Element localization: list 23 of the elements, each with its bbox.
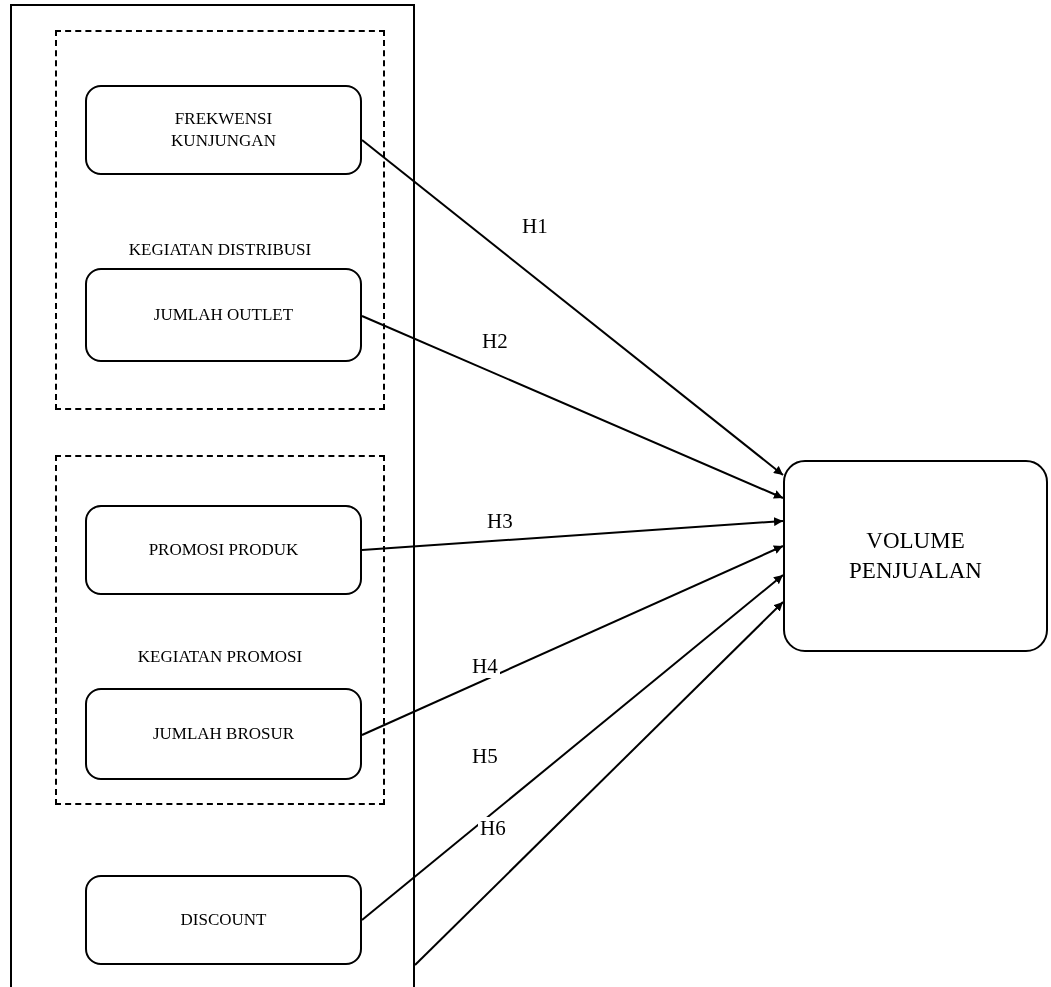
rounded-box (85, 688, 362, 780)
arrow (414, 601, 784, 966)
outer-frame (10, 4, 415, 987)
group-title: KEGIATAN DISTRIBUSI (127, 240, 313, 260)
rounded-box (85, 875, 362, 965)
rounded-box (85, 505, 362, 595)
box-text: DISCOUNT (180, 908, 267, 931)
arrow (361, 545, 784, 736)
box-text: VOLUME PENJUALAN (848, 527, 983, 585)
rounded-box (85, 85, 362, 175)
group-title: KEGIATAN PROMOSI (136, 647, 304, 667)
dashed-group-box (55, 30, 385, 410)
arrow (361, 139, 784, 476)
arrow (361, 315, 784, 499)
rounded-box (783, 460, 1048, 652)
dashed-group-box (55, 455, 385, 805)
arrow (361, 517, 784, 551)
box-text: PROMOSI PRODUK (148, 538, 299, 561)
arrow (361, 574, 784, 921)
box-text: JUMLAH BROSUR (152, 722, 295, 745)
box-text: JUMLAH OUTLET (153, 303, 294, 326)
box-text: FREKWENSI KUNJUNGAN (170, 107, 277, 152)
rounded-box (85, 268, 362, 362)
